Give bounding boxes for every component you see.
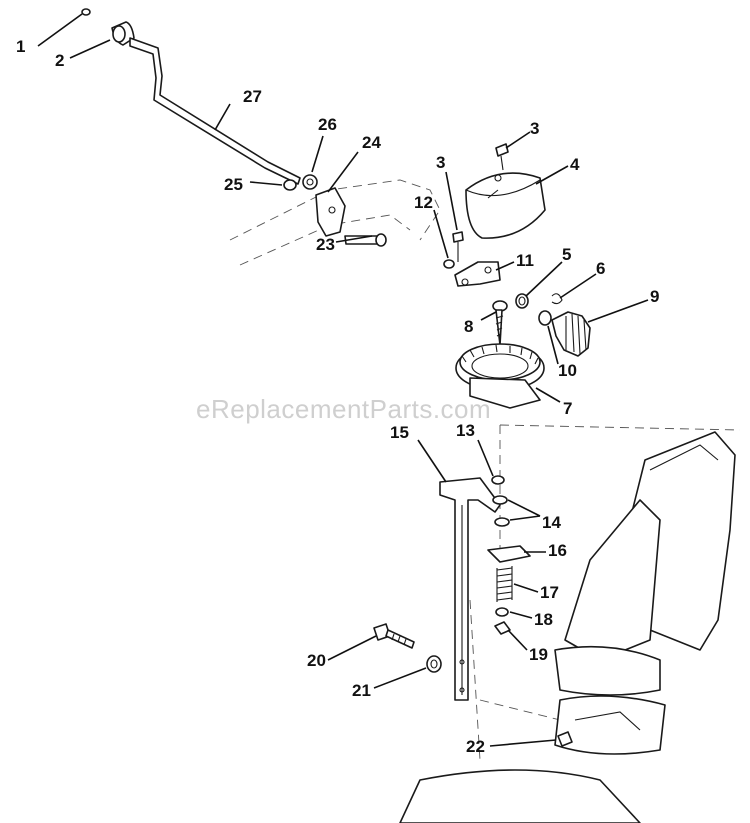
gear-assembly [515,293,591,357]
callout-3a: 3 [530,119,539,138]
callout-14: 14 [542,513,561,532]
callout-2: 2 [55,51,64,70]
callout-24: 24 [362,133,381,152]
callout-20: 20 [307,651,326,670]
crank-rod [129,37,301,185]
callout-21: 21 [352,681,371,700]
callout-26: 26 [318,115,337,134]
callout-1: 1 [16,37,25,56]
callout-16: 16 [548,541,567,560]
spring-assembly [487,475,531,635]
callout-9: 9 [650,287,659,306]
callout-6: 6 [596,259,605,278]
callout-27: 27 [243,87,262,106]
ring-gear [455,343,545,409]
callout-25: 25 [224,175,243,194]
callout-5: 5 [562,245,571,264]
callout-22: 22 [466,737,485,756]
leader-lines [37,13,649,747]
callout-3b: 3 [436,153,445,172]
callout-7: 7 [563,399,572,418]
callout-19: 19 [529,645,548,664]
support-bar [439,477,501,701]
callout-13: 13 [456,421,475,440]
callout-23: 23 [316,235,335,254]
crank-bracket-assembly [283,174,387,247]
crank-handle-knob [81,8,135,46]
cover-and-bolts [452,143,546,262]
callout-4: 4 [570,155,580,174]
bolt-and-washer [373,623,442,673]
callout-17: 17 [540,583,559,602]
mount-bracket [443,259,501,287]
callout-11: 11 [516,251,534,270]
callout-labels: 1 2 3 3 4 5 6 7 8 9 10 11 12 13 14 15 16… [16,37,659,756]
callout-15: 15 [390,423,409,442]
nut [557,731,573,747]
callout-10: 10 [558,361,577,380]
chute-housing [399,431,736,823]
frame-outline [229,179,741,761]
callout-8: 8 [464,317,473,336]
callout-12: 12 [414,193,433,212]
callout-18: 18 [534,610,553,629]
screw [492,300,508,346]
